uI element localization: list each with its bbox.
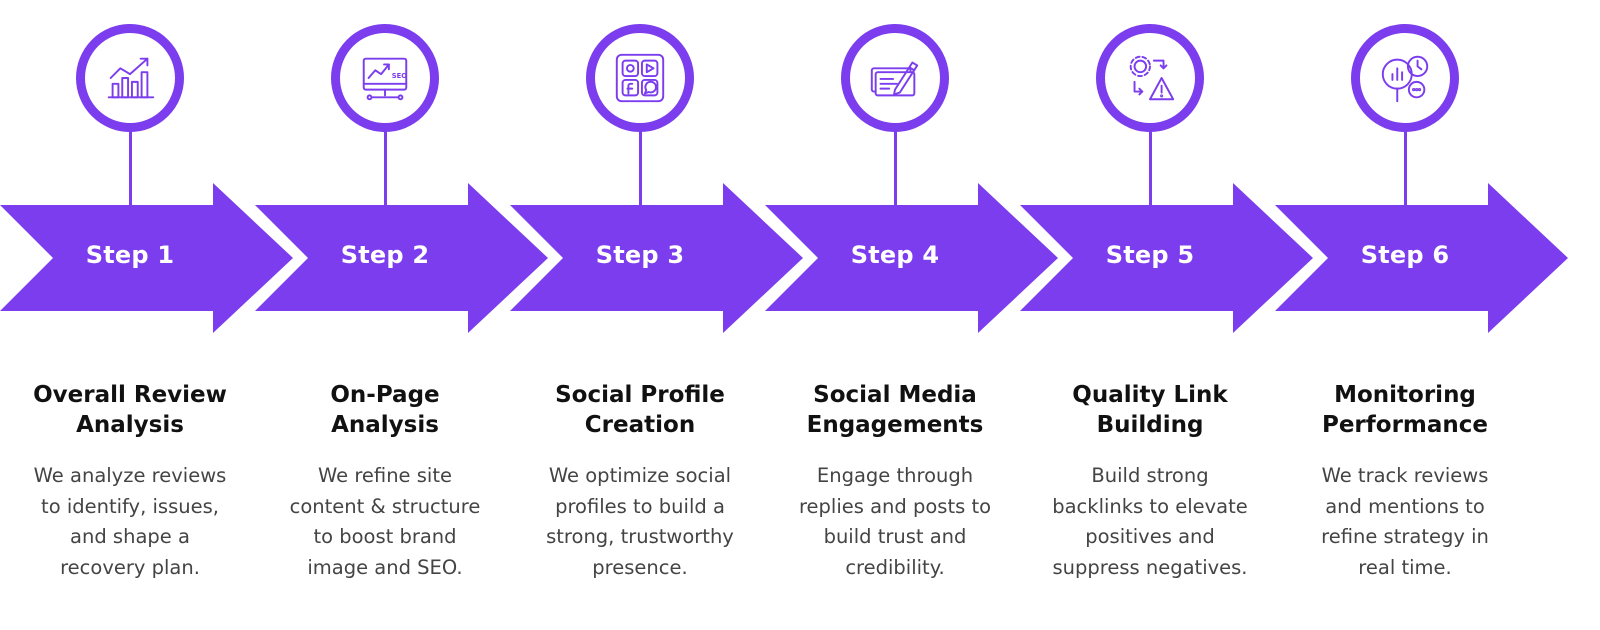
connector-line: [638, 130, 642, 208]
step-description: We refine site content & structure to bo…: [289, 464, 481, 579]
connector-line: [893, 130, 897, 208]
connector-line: [1403, 130, 1407, 208]
step-icon-badge: SEO: [331, 24, 439, 132]
step-arrow: [1275, 183, 1568, 333]
step-icon-badge: [841, 24, 949, 132]
svg-text:SEO: SEO: [392, 72, 407, 80]
step-arrow: [765, 183, 1058, 333]
step-icon-badge: [1351, 24, 1459, 132]
step-1: Step 1 Overall Review Analysis We analyz…: [0, 0, 293, 630]
step-arrow: [510, 183, 803, 333]
step-5: Step 5 Quality Link Building Build stron…: [1020, 0, 1313, 630]
step-icon-badge: [1096, 24, 1204, 132]
step-label: Step 3: [595, 241, 685, 269]
connector-line: [383, 130, 387, 208]
step-description: We track reviews and mentions to refine …: [1321, 464, 1489, 579]
step-label: Step 6: [1360, 241, 1450, 269]
social-apps-grid-icon: [615, 53, 665, 103]
step-arrow: [0, 183, 293, 333]
step-title: Social Media Engagements: [806, 382, 984, 438]
seo-monitor-icon: SEO: [362, 57, 407, 101]
step-label: Step 1: [85, 241, 175, 269]
gear-warning-cycle-icon: [1129, 55, 1175, 101]
monitoring-magnifier-clock-icon: [1381, 55, 1429, 103]
step-label: Step 4: [850, 241, 940, 269]
connector-line: [1148, 130, 1152, 208]
step-title: On-Page Analysis: [330, 382, 440, 438]
step-6: Step 6 Monitoring Performance We track r…: [1275, 0, 1568, 630]
step-description: Engage through replies and posts to buil…: [798, 464, 992, 579]
step-label: Step 5: [1105, 241, 1195, 269]
step-2: SEO Step 2 On-Page Analysis We refine si…: [255, 0, 548, 630]
step-icon-badge: [586, 24, 694, 132]
connector-line: [128, 130, 132, 208]
step-description: We optimize social profiles to build a s…: [546, 464, 734, 579]
step-title: Monitoring Performance: [1321, 382, 1489, 438]
step-title: Quality Link Building: [1072, 382, 1228, 438]
step-3: Step 3 Social Profile Creation We optimi…: [510, 0, 803, 630]
step-title: Social Profile Creation: [555, 382, 725, 438]
step-description: We analyze reviews to identify, issues, …: [33, 464, 227, 579]
step-4: Step 4 Social Media Engagements Engage t…: [765, 0, 1058, 630]
pen-and-card-icon: [870, 61, 919, 97]
step-label: Step 2: [340, 241, 430, 269]
step-description: Build strong backlinks to elevate positi…: [1052, 464, 1248, 579]
bar-chart-growth-icon: [107, 57, 155, 99]
step-arrow: [255, 183, 548, 333]
step-arrow: [1020, 183, 1313, 333]
step-icon-badge: [76, 24, 184, 132]
step-title: Overall Review Analysis: [33, 382, 227, 438]
